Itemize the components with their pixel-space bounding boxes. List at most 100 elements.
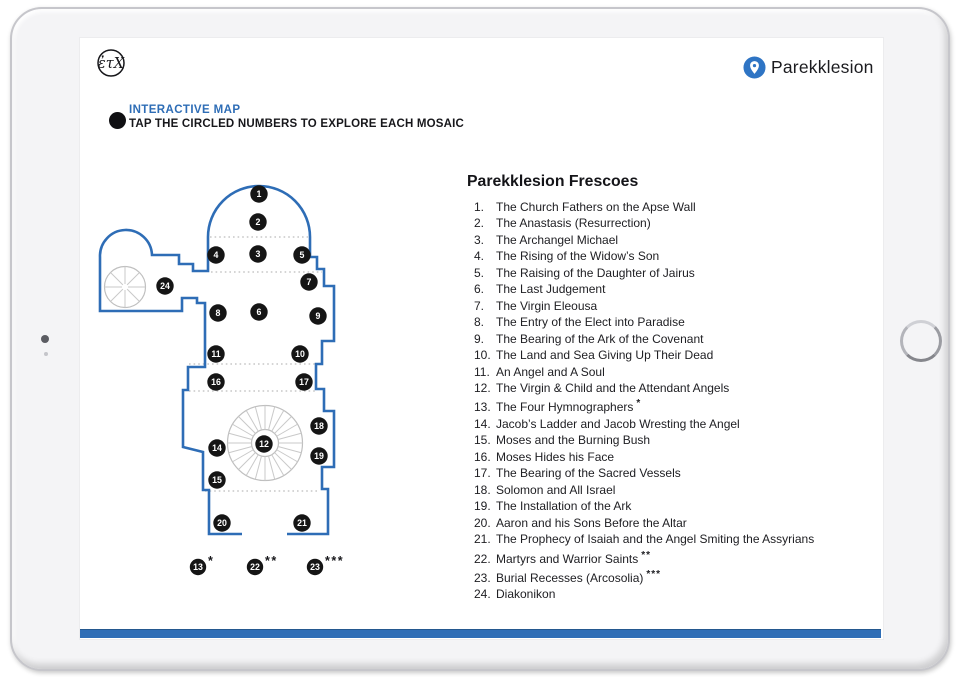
map-marker-number: 16 [211, 377, 221, 387]
fresco-item-2: 2.The Anastasis (Resurrection) [474, 216, 651, 231]
logo-circle [97, 49, 125, 77]
fresco-item-7: 7.The Virgin Eleousa [474, 298, 598, 313]
fresco-item-16: 16.Moses Hides his Face [474, 449, 615, 464]
dome-wheel [226, 404, 304, 482]
map-legend: 13 * 22 ** 23 *** [189, 554, 344, 576]
fresco-item-11: 11.An Angel and A Soul [474, 364, 605, 379]
map-marker-number: 18 [314, 421, 324, 431]
fresco-item-18: 18.Solomon and All Israel [474, 482, 616, 497]
frescoes-title: Parekklesion Frescoes [467, 173, 639, 190]
map-marker-number: 6 [257, 307, 262, 317]
map-marker-21[interactable]: 21 [293, 514, 311, 532]
legend-marker-13[interactable]: 13 * [189, 554, 215, 576]
map-marker-18[interactable]: 18 [310, 417, 328, 435]
map-marker-24[interactable]: 24 [156, 277, 174, 295]
app-logo: ἐτΧ [97, 49, 125, 77]
map-marker-number: 5 [300, 250, 305, 260]
map-instruction: TAP THE CIRCLED NUMBERS TO EXPLORE EACH … [129, 118, 465, 130]
fresco-item-24: 24.Diakonikon [474, 587, 556, 602]
legend-marker-23[interactable]: 23 *** [306, 554, 344, 576]
map-marker-number: 15 [212, 475, 222, 485]
map-marker-number: 12 [259, 439, 269, 449]
map-marker-number: 24 [160, 281, 170, 291]
fresco-item-stars: * [636, 398, 642, 410]
map-marker-16[interactable]: 16 [207, 373, 225, 391]
fresco-item-10: 10.The Land and Sea Giving Up Their Dead [474, 348, 714, 363]
chapel-wheel-spokes [104, 266, 146, 308]
map-marker-1[interactable]: 1 [250, 185, 268, 203]
location-pin-icon [743, 56, 766, 79]
camera-icon [41, 335, 49, 343]
location-title: Parekklesion [771, 57, 874, 77]
fresco-item-14: 14.Jacob’s Ladder and Jacob Wresting the… [474, 416, 740, 431]
map-marker-19[interactable]: 19 [310, 447, 328, 465]
fresco-item-23: 23.Burial Recesses (Arcosolia)*** [474, 568, 662, 585]
fresco-item-stars: ** [641, 549, 652, 561]
fresco-item-9: 9.The Bearing of the Ark of the Covenant [474, 331, 704, 346]
fresco-item-6: 6.The Last Judgement [474, 282, 606, 297]
map-marker-2[interactable]: 2 [249, 213, 267, 231]
fresco-item-15: 15.Moses and the Burning Bush [474, 433, 651, 448]
fresco-item-1: 1.The Church Fathers on the Apse Wall [474, 200, 696, 214]
frescoes-list: 1.The Church Fathers on the Apse Wall 2.T… [474, 199, 874, 603]
legend-stars: ** [265, 554, 278, 568]
fresco-item-21: 21.The Prophecy of Isaiah and the Angel … [474, 532, 815, 547]
map-marker-number: 21 [297, 518, 307, 528]
sensor-dot [44, 352, 48, 356]
map-marker-10[interactable]: 10 [291, 345, 309, 363]
legend-marker-number: 23 [310, 562, 320, 572]
fresco-item-4: 4.The Rising of the Widow’s Son [474, 249, 660, 264]
map-marker-number: 2 [256, 217, 261, 227]
map-marker-17[interactable]: 17 [295, 373, 313, 391]
map-marker-number: 19 [314, 451, 324, 461]
tablet-frame: ἐτΧ Parekklesion INTERACTIVE MAP TAP THE… [10, 7, 950, 671]
map-marker-14[interactable]: 14 [208, 439, 226, 457]
map-marker-number: 11 [211, 349, 220, 359]
map-marker-8[interactable]: 8 [209, 304, 227, 322]
map-marker-number: 10 [295, 349, 305, 359]
home-button[interactable] [900, 320, 942, 362]
fresco-item-3: 3.The Archangel Michael [474, 232, 619, 247]
bay-dividers [189, 236, 322, 492]
map-marker-number: 4 [214, 250, 219, 260]
fresco-item-13: 13.The Four Hymnographers* [474, 398, 642, 415]
fresco-item-stars: *** [646, 568, 662, 580]
fresco-item-17: 17.The Bearing of the Sacred Vessels [474, 466, 681, 481]
legend-marker-number: 22 [250, 562, 260, 572]
logo-text: ἐτΧ [98, 55, 125, 72]
map-marker-number: 3 [256, 249, 261, 259]
map-marker-number: 8 [216, 308, 221, 318]
map-marker-12[interactable]: 12 [255, 435, 273, 453]
app-screen: ἐτΧ Parekklesion INTERACTIVE MAP TAP THE… [80, 38, 883, 639]
bottom-accent-bar [80, 629, 881, 638]
map-marker-number: 14 [212, 443, 222, 453]
map-marker-7[interactable]: 7 [300, 273, 318, 291]
map-marker-6[interactable]: 6 [250, 303, 268, 321]
legend-marker-number: 13 [193, 562, 203, 572]
map-marker-15[interactable]: 15 [208, 471, 226, 489]
map-marker-4[interactable]: 4 [207, 246, 225, 264]
map-marker-number: 1 [257, 189, 262, 199]
map-marker-number: 17 [299, 377, 309, 387]
map-marker-20[interactable]: 20 [213, 514, 231, 532]
fresco-item-8: 8.The Entry of the Elect into Paradise [474, 315, 685, 330]
map-marker-5[interactable]: 5 [293, 246, 311, 264]
map-marker-11[interactable]: 11 [207, 345, 225, 363]
section-bullet-icon [109, 112, 126, 129]
map-marker-number: 20 [217, 518, 227, 528]
map-marker-9[interactable]: 9 [309, 307, 327, 325]
church-plan-outline [98, 184, 336, 536]
dome-wheel-spokes [227, 405, 303, 481]
map-marker-3[interactable]: 3 [249, 245, 267, 263]
legend-marker-22[interactable]: 22 ** [246, 554, 278, 576]
legend-stars: *** [325, 554, 344, 568]
map-marker-number: 9 [316, 311, 321, 321]
fresco-item-22: 22.Martyrs and Warrior Saints** [474, 549, 652, 566]
fresco-item-12: 12.The Virgin & Child and the Attendant … [474, 380, 730, 395]
map-marker-number: 7 [307, 277, 312, 287]
legend-stars: * [208, 554, 214, 568]
interactive-map-label: INTERACTIVE MAP [129, 104, 241, 116]
fresco-item-20: 20.Aaron and his Sons Before the Altar [474, 515, 687, 530]
